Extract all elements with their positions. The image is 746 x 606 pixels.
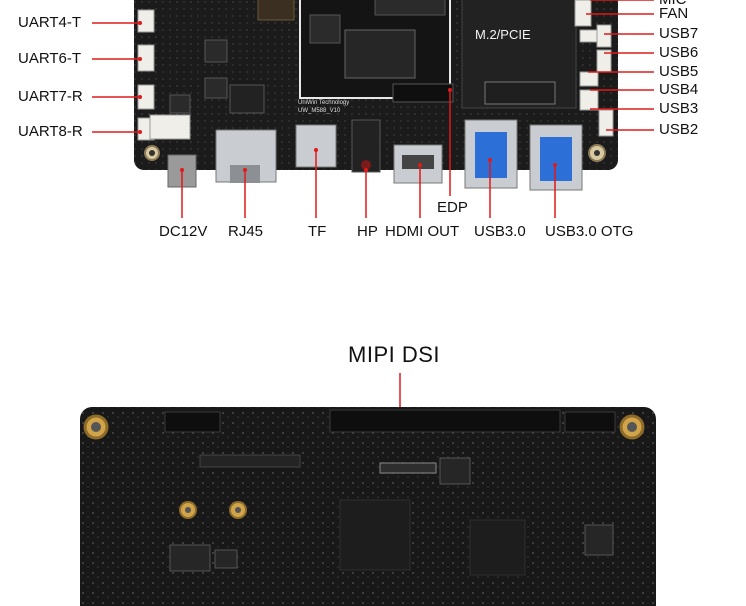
chip — [204, 77, 228, 99]
left-connectors — [137, 9, 191, 141]
label-usb7: USB7 — [659, 25, 699, 42]
pin-row — [329, 409, 561, 433]
chip — [204, 39, 228, 63]
chip — [169, 544, 211, 572]
label-hdmi-out: HDMI OUT — [385, 223, 460, 240]
module — [257, 0, 295, 21]
label-uart8-r: UART8-R — [18, 123, 83, 140]
label-uart4-t: UART4-T — [18, 14, 82, 31]
label-dc12v: DC12V — [159, 223, 208, 240]
label-fan: FAN — [659, 5, 689, 22]
bottom-board — [80, 407, 656, 606]
chip — [229, 84, 265, 114]
mipi-dsi-connector — [379, 462, 437, 474]
label-hp: HP — [357, 223, 378, 240]
brand-silkscreen: UniWin Technology — [298, 100, 350, 106]
soc-chip — [344, 29, 416, 79]
label-uart6-t: UART6-T — [18, 50, 82, 67]
label-usb30-otg: USB3.0 OTG — [545, 223, 634, 240]
model-silkscreen: UW_M588_V10 — [298, 108, 341, 114]
right-connectors — [574, 0, 614, 137]
label-usb6: USB6 — [659, 44, 699, 61]
label-usb5: USB5 — [659, 63, 699, 80]
pin-header — [392, 83, 454, 103]
label-mipi-dsi: MIPI DSI — [348, 342, 441, 367]
label-usb2: USB2 — [659, 121, 699, 138]
top-board — [134, 0, 618, 191]
m2-connector — [484, 81, 556, 105]
label-usb3: USB3 — [659, 100, 699, 117]
label-edp: EDP — [437, 199, 468, 216]
label-usb30: USB3.0 — [474, 223, 526, 240]
label-rj45: RJ45 — [228, 223, 264, 240]
m2-slot-label: M.2/PCIE — [475, 27, 531, 42]
label-mic: MIC — [659, 0, 687, 8]
label-tf: TF — [308, 223, 327, 240]
label-usb4: USB4 — [659, 81, 699, 98]
chip — [439, 457, 471, 485]
chip — [169, 94, 191, 114]
pointer-dots — [138, 21, 557, 467]
label-uart7-r: UART7-R — [18, 88, 83, 105]
pointer-lines — [92, 0, 654, 465]
